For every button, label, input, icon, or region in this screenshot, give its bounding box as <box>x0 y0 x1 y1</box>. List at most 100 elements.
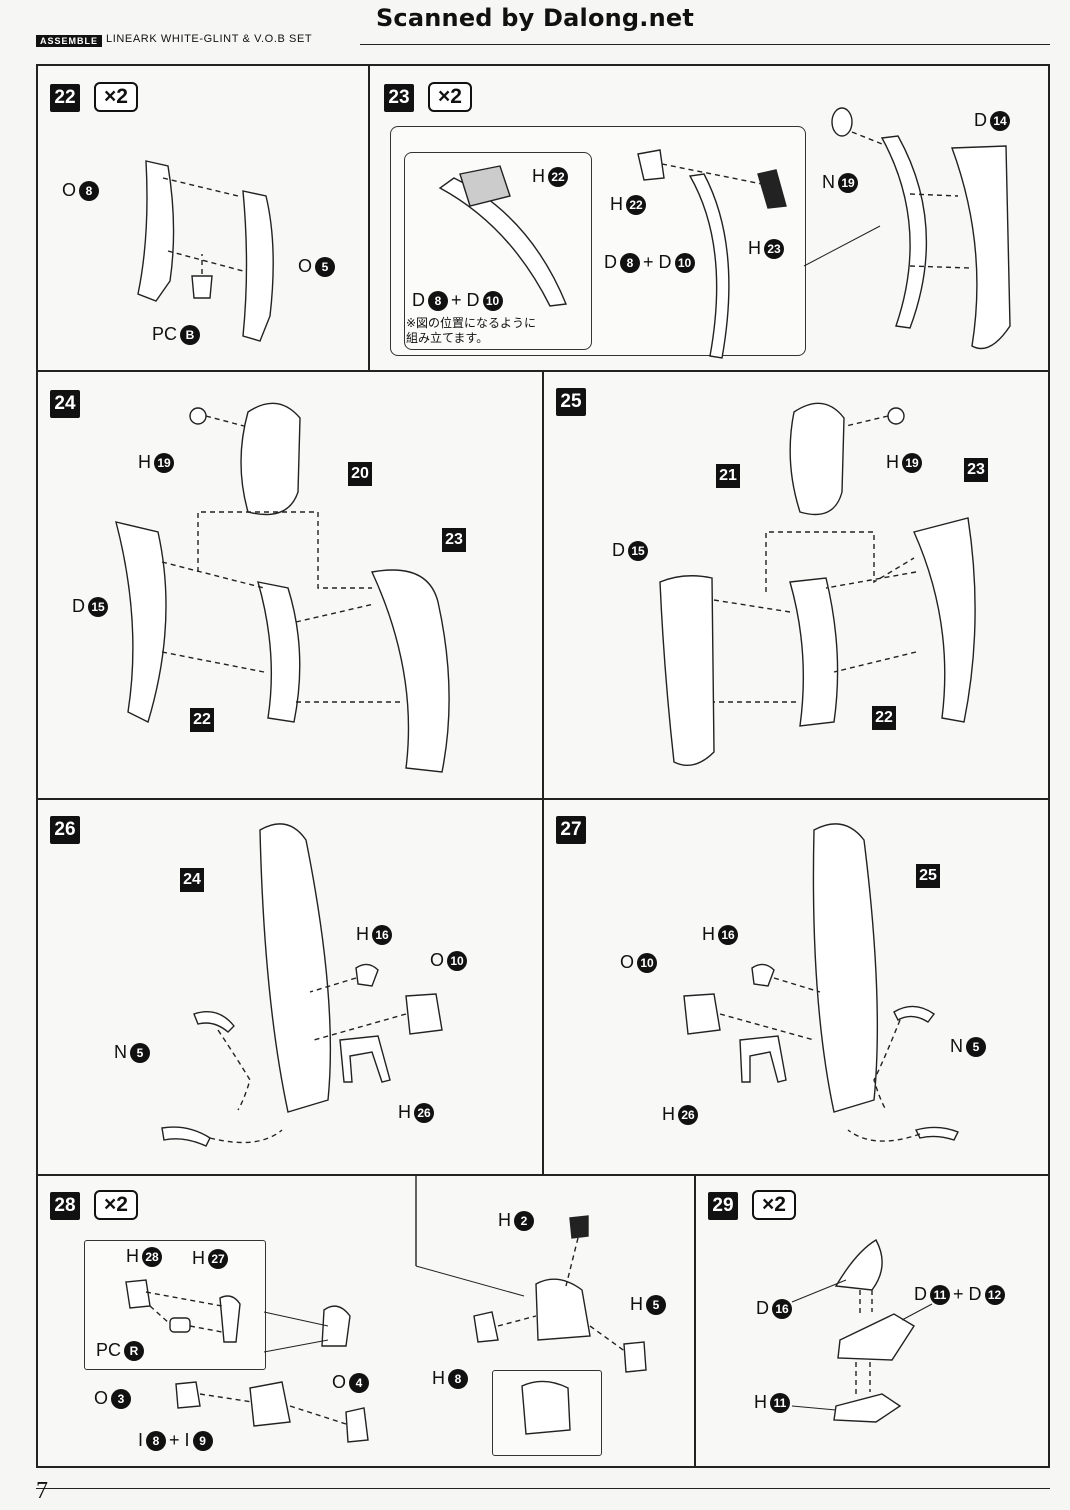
footer-rule <box>36 1488 1050 1489</box>
part-d15 <box>115 521 167 723</box>
part-n5-lower <box>914 1126 959 1141</box>
part-o8 <box>137 160 175 302</box>
part-d15 <box>659 575 715 766</box>
part-pc-b <box>191 275 213 299</box>
part-n5-upper <box>193 1011 235 1033</box>
part-n19 <box>831 107 853 137</box>
part-25-assembly <box>812 823 879 1113</box>
part-o10 <box>683 993 721 1035</box>
step-29-number: 29 <box>708 1192 738 1220</box>
step-25-drawing <box>659 402 976 766</box>
part-h28 <box>125 1279 151 1309</box>
step-23-note: ※図の位置になるように組み立てます。 <box>406 316 537 345</box>
tag-22: 22 <box>872 706 896 730</box>
tag-24: 24 <box>180 868 204 892</box>
part-h26 <box>739 1035 787 1083</box>
step-25-number: 25 <box>556 388 586 416</box>
part-h22 <box>637 149 665 181</box>
step-22-drawing <box>137 160 274 342</box>
part-24-assembly <box>259 823 332 1113</box>
part-20 <box>240 402 301 516</box>
part-d16 <box>834 1239 883 1291</box>
product-title: LINEARK WHITE-GLINT & V.O.B SET <box>106 33 313 45</box>
tag-25: 25 <box>916 864 940 888</box>
part-n5-upper <box>893 1005 935 1023</box>
part-21 <box>789 402 845 516</box>
header-rule <box>360 44 1050 45</box>
part-d11-d12 <box>837 1313 915 1361</box>
part-d14 <box>951 145 1011 350</box>
part-o10 <box>405 993 443 1035</box>
step-27-drawing <box>683 823 959 1142</box>
step-26-drawing <box>161 823 443 1147</box>
part-h19 <box>189 407 207 425</box>
tag-23: 23 <box>442 528 466 552</box>
part-h27 <box>219 1295 241 1343</box>
assemble-tag: ASSEMBLE <box>36 35 103 47</box>
step-28-drawing <box>125 1176 647 1443</box>
part-h16 <box>751 963 775 987</box>
part-armored-shell <box>880 135 928 329</box>
part-pc-r <box>169 1317 191 1333</box>
part-h19 <box>887 407 905 425</box>
part-h2 <box>569 1215 589 1239</box>
part-h11 <box>833 1393 902 1423</box>
step-22-multiplier: ×2 <box>94 82 138 112</box>
part-h5 <box>623 1341 647 1373</box>
step-26-number: 26 <box>50 816 80 844</box>
part-o5 <box>242 190 274 342</box>
tag-23: 23 <box>964 458 988 482</box>
part-joint-i8-i9 <box>249 1381 291 1427</box>
step-29-drawing <box>791 1239 933 1423</box>
part-22 <box>789 577 839 727</box>
part-preview-assembly <box>521 1380 571 1435</box>
scan-credit: Scanned by Dalong.net <box>375 4 695 32</box>
part-h23 <box>757 169 787 209</box>
tag-20: 20 <box>348 462 372 486</box>
part-h26 <box>339 1035 391 1083</box>
step-28-number: 28 <box>50 1192 80 1220</box>
part-elbow-sub <box>321 1305 351 1347</box>
step-23-number: 23 <box>384 84 414 112</box>
step-24-drawing <box>115 402 450 773</box>
part-d8-d10 <box>688 173 730 359</box>
part-h16 <box>355 963 379 987</box>
part-n5-lower <box>161 1126 211 1147</box>
detail-h22 <box>459 165 511 207</box>
part-elbow-main <box>535 1278 591 1341</box>
tag-22: 22 <box>190 708 214 732</box>
